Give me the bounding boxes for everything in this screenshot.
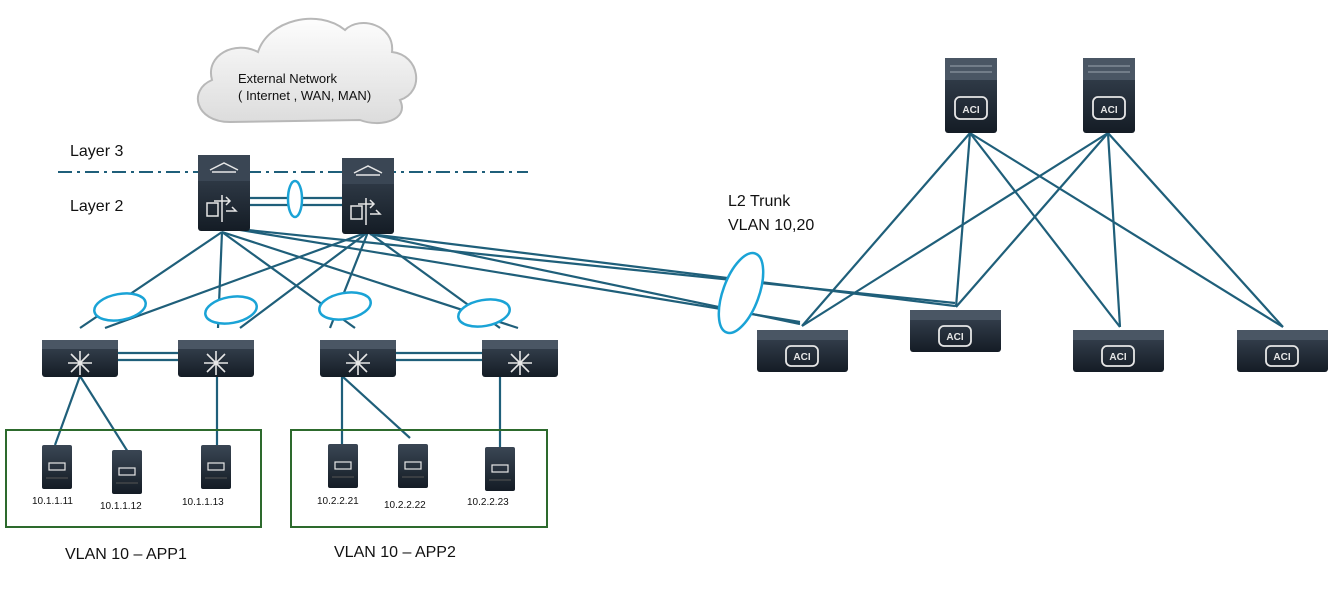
layer3-label: Layer 3 [70, 143, 124, 160]
aci-spine-1: ACI [945, 58, 997, 133]
vpc-access2-ellipse [204, 295, 258, 325]
vpc-core-ellipse [286, 179, 304, 219]
app2-vlan-label: VLAN 10 – APP2 [334, 544, 456, 561]
access-switch-4 [482, 340, 558, 377]
aci-badge: ACI [1100, 105, 1117, 116]
vpc-access3-ellipse [318, 291, 372, 321]
server-ip-label: 10.2.2.21 [317, 496, 359, 507]
app1-vlan-label: VLAN 10 – APP1 [65, 546, 187, 563]
aci-badge: ACI [1273, 352, 1290, 363]
core-switch-2 [342, 158, 394, 234]
server-3 [201, 445, 231, 489]
aci-leaf-4: ACI [1237, 330, 1328, 372]
server-ip-label: 10.1.1.13 [182, 497, 224, 508]
aci-badge: ACI [793, 352, 810, 363]
vpc-access1-ellipse [93, 292, 147, 322]
server-ip-label: 10.2.2.22 [384, 500, 426, 511]
trunk-label-line1: L2 Trunk [728, 193, 791, 210]
app2-server-group [290, 429, 548, 528]
server-5 [398, 444, 428, 488]
app1-server-group [5, 429, 262, 528]
cloud-label-line2: ( Internet , WAN, MAN) [238, 88, 372, 103]
server-ip-label: 10.2.2.23 [467, 497, 509, 508]
access-switch-3 [320, 340, 396, 377]
aci-leaf-2: ACI [910, 310, 1001, 352]
vpc-ellipses [93, 179, 765, 335]
cloud-label-line1: External Network [238, 71, 337, 86]
aci-badge: ACI [962, 105, 979, 116]
aci-leaf-1: ACI [757, 330, 848, 372]
server-ip-label: 10.1.1.11 [32, 496, 73, 507]
external-network-cloud [196, 17, 418, 125]
cloud-label: External Network ( Internet , WAN, MAN) [238, 70, 371, 104]
vpc-access4-ellipse [457, 298, 511, 328]
access-switch-1 [42, 340, 118, 377]
layer2-label: Layer 2 [70, 198, 124, 215]
servers [42, 444, 515, 494]
access-switch-2 [178, 340, 254, 377]
server-ip-label: 10.1.1.12 [100, 501, 142, 512]
trunk-label-line2: VLAN 10,20 [728, 217, 815, 234]
server-2 [112, 450, 142, 494]
aci-spine-2: ACI [1083, 58, 1135, 133]
server-6 [485, 447, 515, 491]
aci-badge: ACI [946, 332, 963, 343]
network-links [53, 132, 1284, 453]
aci-badge: ACI [1109, 352, 1126, 363]
vpc-trunk-ellipse [717, 251, 765, 335]
server-1 [42, 445, 72, 489]
aci-leaf-3: ACI [1073, 330, 1164, 372]
core-switch-1 [198, 155, 250, 231]
server-4 [328, 444, 358, 488]
